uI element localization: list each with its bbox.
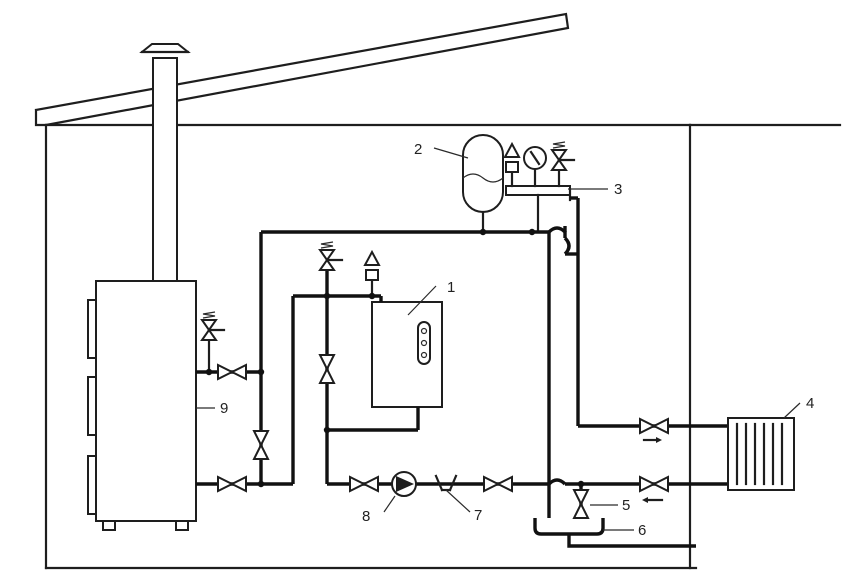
label-9: 9	[220, 400, 228, 417]
label-8: 8	[362, 508, 370, 525]
junction-dots	[205, 228, 585, 488]
valve-bypass	[252, 430, 270, 460]
valve-radiator-supply	[639, 417, 669, 435]
label-5: 5	[622, 497, 630, 514]
leader-lines	[196, 407, 618, 506]
valve-vertical-electric	[318, 354, 336, 384]
valve-drain	[572, 489, 590, 519]
solid-fuel-boiler	[87, 280, 197, 531]
piping	[196, 196, 728, 518]
valves	[217, 354, 669, 519]
label-2: 2	[414, 141, 422, 158]
electric-boiler-fittings	[318, 241, 381, 298]
valve-radiator-return	[639, 475, 669, 493]
valve-boiler-return	[217, 475, 247, 493]
label-3: 3	[614, 181, 622, 198]
radiator	[727, 402, 801, 491]
valve-boiler-supply	[217, 363, 247, 381]
safety-group	[503, 141, 608, 234]
sludge-trap	[533, 518, 696, 548]
building-outline	[34, 12, 842, 570]
flow-arrows	[642, 437, 664, 503]
valve-return-1	[349, 475, 379, 493]
circulation-pump	[383, 471, 417, 513]
label-1: 1	[447, 279, 455, 296]
electric-boiler	[371, 285, 443, 408]
label-4: 4	[806, 395, 814, 412]
valve-return-2	[483, 475, 513, 493]
strainer-filter	[434, 474, 471, 513]
expansion-tank	[433, 134, 504, 234]
chimney	[139, 43, 191, 282]
label-7: 7	[474, 507, 482, 524]
boiler-safety-valve	[200, 311, 226, 374]
label-6: 6	[638, 522, 646, 539]
